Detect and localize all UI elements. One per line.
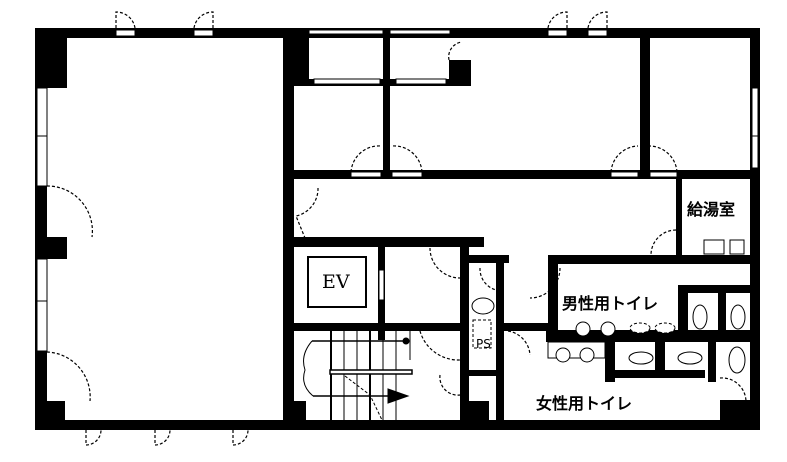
- door-openings: [115, 29, 678, 178]
- windows: [36, 29, 759, 352]
- door-swings: [46, 11, 747, 446]
- fixtures: [471, 239, 746, 374]
- kitchenette-label: 給湯室: [687, 200, 736, 219]
- elevator-label: EV: [322, 271, 350, 293]
- pipe-shaft-label: PS: [476, 337, 491, 351]
- womens-toilet-label: 女性用トイレ: [536, 394, 633, 413]
- mens-toilet-label: 男性用トイレ: [562, 294, 659, 313]
- walls: [35, 28, 760, 430]
- stairs: [303, 331, 413, 421]
- elevator: [307, 256, 367, 308]
